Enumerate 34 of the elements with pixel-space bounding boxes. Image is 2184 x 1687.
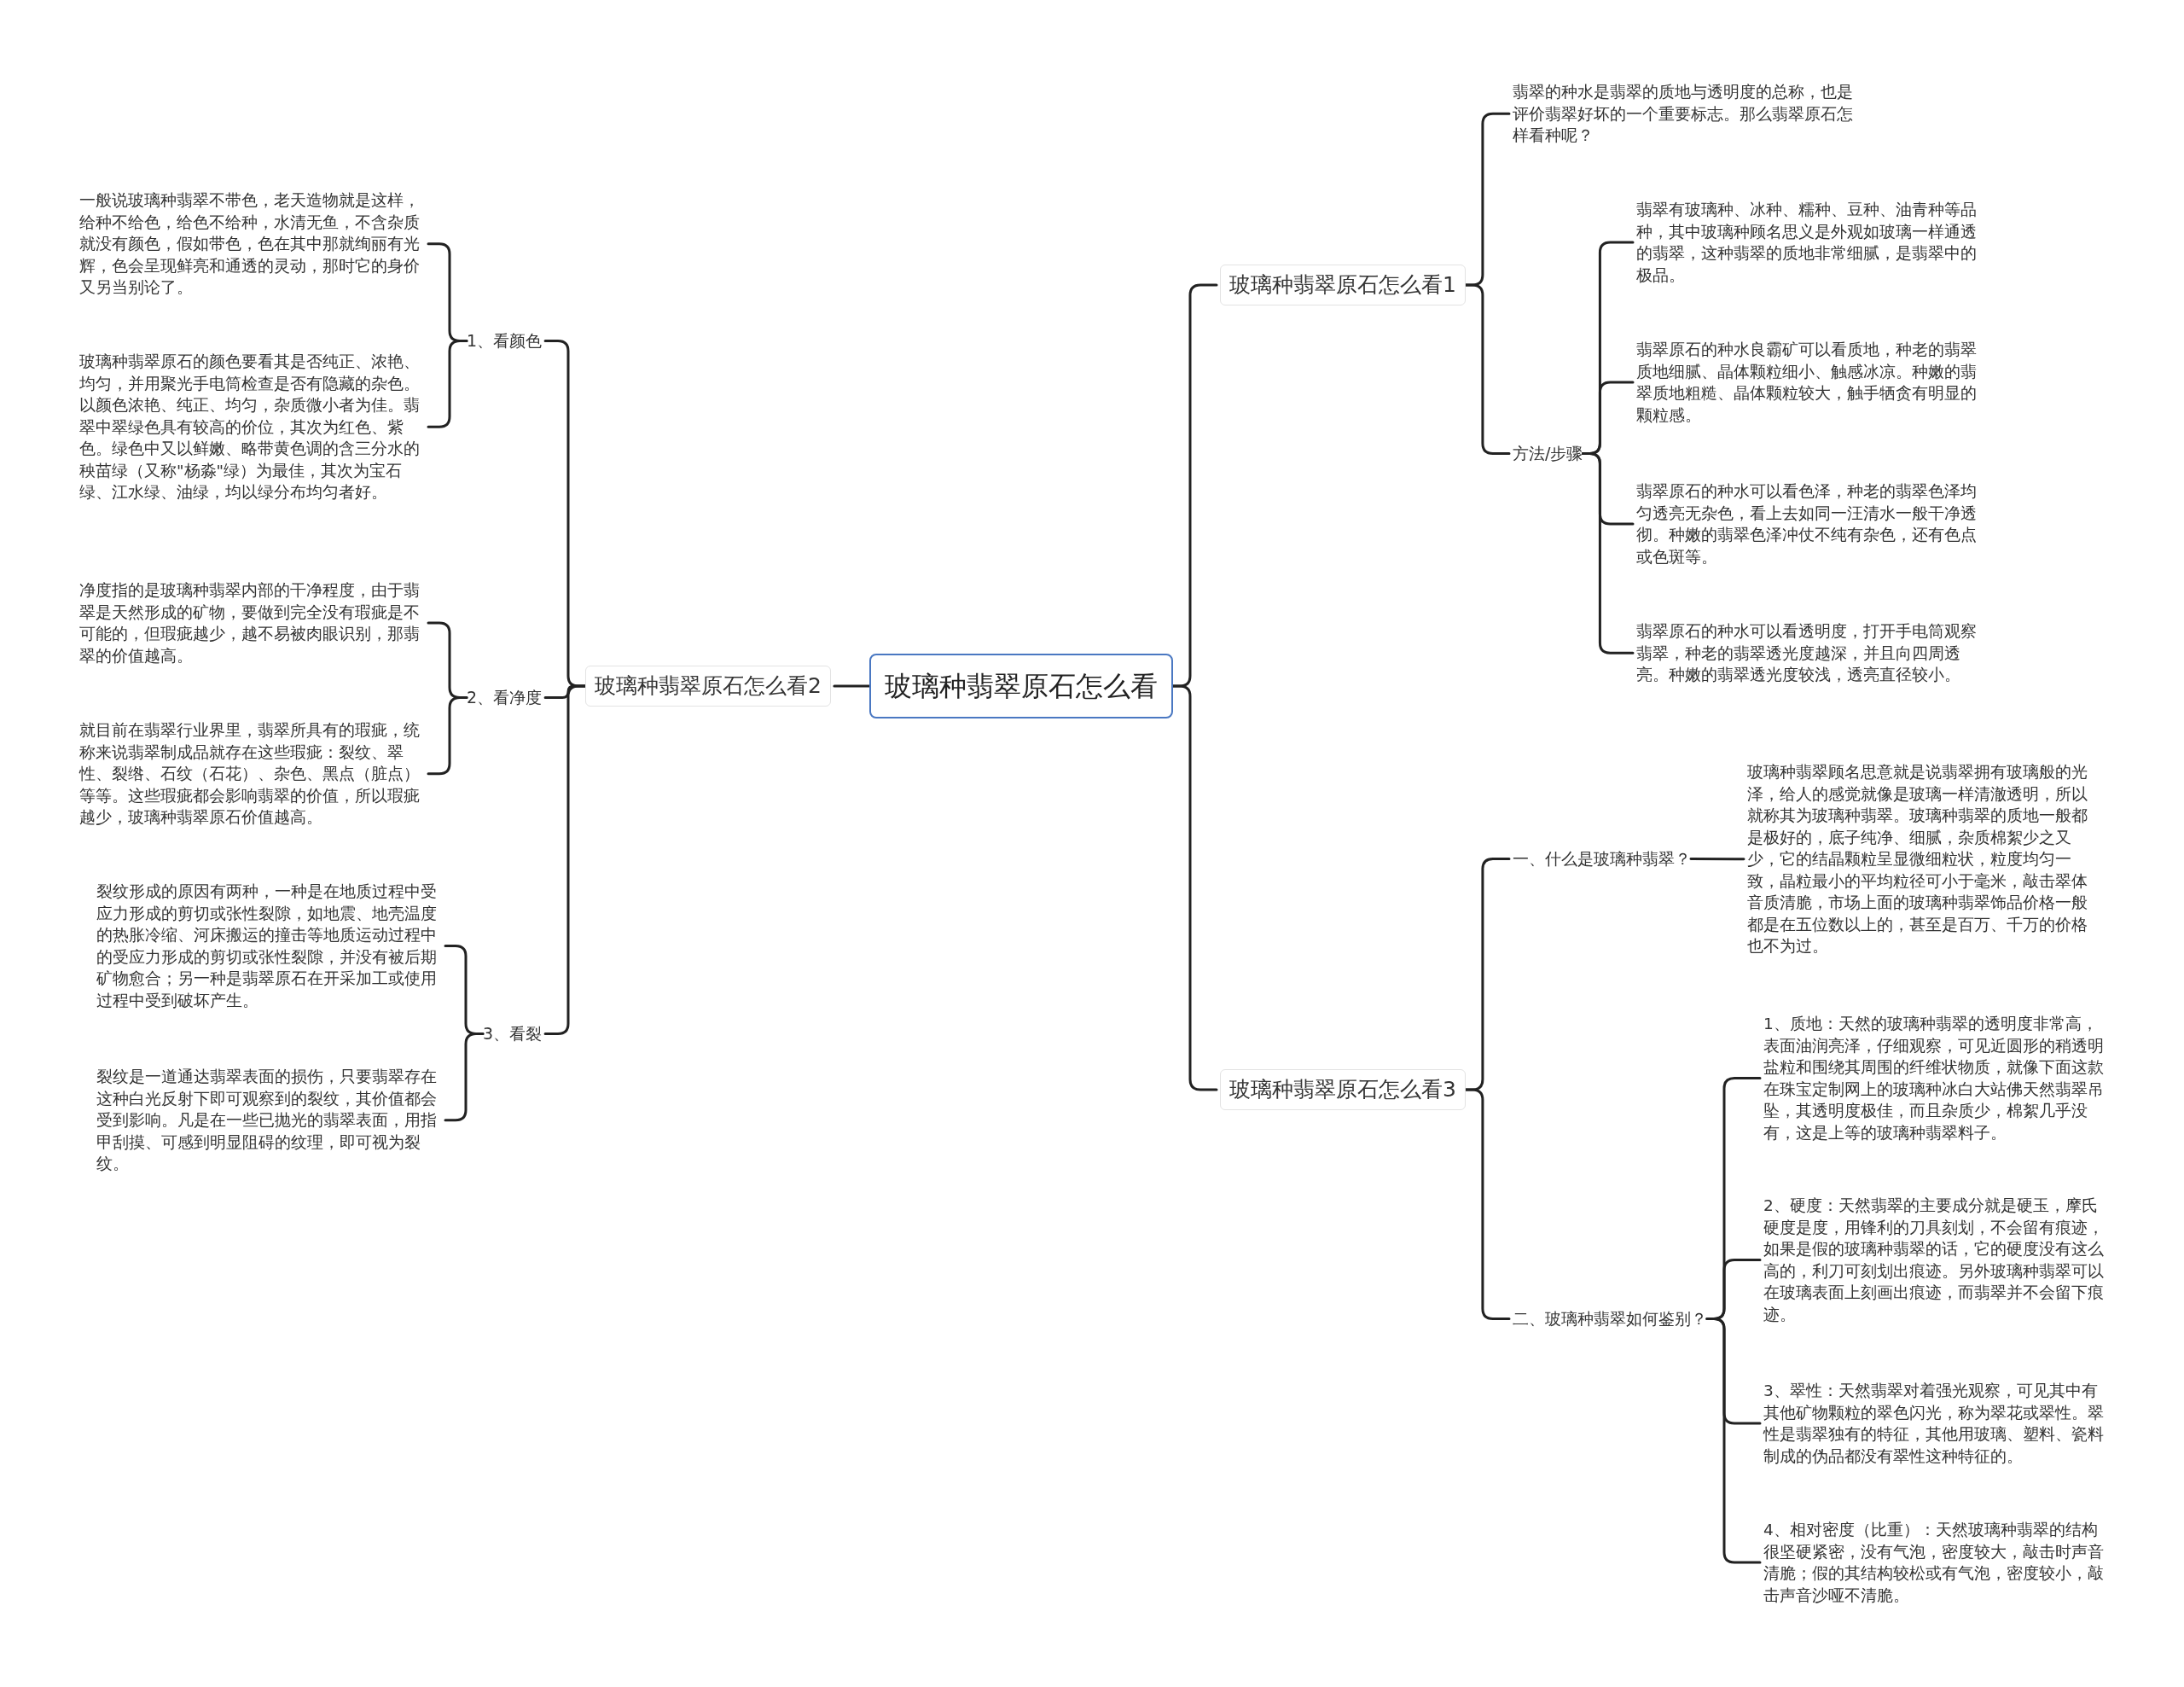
topic-box: 玻璃种翡翠原石怎么看3 (1220, 1069, 1466, 1110)
subtopic-label: 二、玻璃种翡翠如何鉴别？ (1513, 1308, 1707, 1329)
note-text: 2、硬度：天然翡翠的主要成分就是硬玉，摩氏硬度是度，用锋利的刀具刻划，不会留有痕迹，如果是假的玻璃种翡翠的话，它的硬度没有这么高的，利刀可刻划出痕迹。另外玻璃种翡翠可以在玻璃表面上刻画出痕迹，而翡翠并不会留下痕迹。 (1763, 1195, 2109, 1325)
connector (833, 684, 871, 688)
note-text: 翡翠的种水是翡翠的质地与透明度的总称，也是评价翡翠好坏的一个重要标志。那么翡翠原石怎样看种呢？ (1513, 81, 1858, 147)
note-text: 一般说玻璃种翡翠不带色，老天造物就是这样，给种不给色，给色不给种，水清无鱼，不含杂质就没有颜色，假如带色，色在其中那就绚丽有光辉，色会呈现鲜亮和通透的灵动，那时它的身价又另当别论了。 (79, 189, 425, 299)
note-text: 翡翠原石的种水可以看色泽，种老的翡翠色泽均匀透亮无杂色，看上去如同一汪清水一般干净透彻。种嫩的翡翠色泽冲仗不纯有杂色，还有色点或色斑等。 (1636, 480, 1982, 567)
topic-box: 玻璃种翡翠原石怎么看1 (1220, 265, 1466, 305)
subtopic-label: 方法/步骤 (1513, 443, 1583, 464)
note-text: 3、翠性：天然翡翠对着强光观察，可见其中有其他矿物颗粒的翠色闪光，称为翠花或翠性。翠性是翡翠独有的特征，其他用玻璃、塑料、瓷料制成的伪品都没有翠性这种特征的。 (1763, 1380, 2109, 1467)
connector (1464, 1088, 1511, 1320)
note-text: 翡翠原石的种水良霸矿可以看质地，种老的翡翠质地细腻、晶体颗粒细小、触感冰凉。种嫩的翡翠质地粗糙、晶体颗粒较大，触手牺贪有明显的颗粒感。 (1636, 339, 1982, 426)
subtopic-label: 一、什么是玻璃种翡翠？ (1513, 848, 1691, 870)
note-text: 翡翠原石的种水可以看透明度，打开手电筒观察翡翠，种老的翡翠透光度越深，并且向四周透亮。种嫩的翡翠透光度较浅，透亮直径较小。 (1636, 620, 1982, 686)
connector (1705, 1318, 1762, 1564)
subtopic-label: 1、看颜色 (467, 330, 543, 352)
connector (1689, 858, 1745, 861)
connector (1464, 283, 1511, 455)
subtopic-label: 2、看净度 (467, 687, 543, 708)
note-text: 玻璃种翡翠原石的颜色要看其是否纯正、浓艳、均匀，并用聚光手电筒检查是否有隐藏的杂色。以颜色浓艳、纯正、均匀，杂质微小者为佳。翡翠中翠绿色具有较高的价位，其次为红色、紫色。绿色中又以鲜嫩、略带黄色调的含三分水的秧苗绿（又称"杨淼"绿）为最佳，其次为宝石绿、江水绿、油绿，均以绿分布均匀者好。 (79, 351, 425, 503)
note-text: 裂纹形成的原因有两种，一种是在地质过程中受应力形成的剪切或张性裂隙，如地震、地壳温度的热胀冷缩、河床搬运的撞击等地质运动过程中的受应力形成的剪切或张性裂隙，并没有被后期矿物愈合；另一种是翡翠原石在开采加工或使用过程中受到破坏产生。 (96, 881, 442, 1011)
note-text: 就目前在翡翠行业界里，翡翠所具有的瑕疵，统称来说翡翠制成品就存在这些瑕疵：裂纹、翠性、裂绺、石纹（石花）、杂色、黑点（脏点）等等。这些瑕疵都会影响翡翠的价值，所以瑕疵越少，玻璃种翡翠原石价值越高。 (79, 719, 425, 829)
topic-box: 玻璃种翡翠原石怎么看2 (585, 666, 831, 707)
central-topic-box: 玻璃种翡翠原石怎么看 (869, 654, 1173, 718)
subtopic-label: 3、看裂 (483, 1023, 543, 1044)
note-text: 4、相对密度（比重）：天然玻璃种翡翠的结构很坚硬紧密，没有气泡，密度较大，敲击时声音清脆；假的其结构较松或有气泡，密度较小，敲击声音沙哑不清脆。 (1763, 1519, 2109, 1606)
connector (543, 684, 587, 1035)
connector (1171, 684, 1218, 1091)
connector (1581, 452, 1635, 654)
note-text: 玻璃种翡翠顾名思意就是说翡翠拥有玻璃般的光泽，给人的感觉就像是玻璃一样清澈透明，所以就称其为玻璃种翡翠。玻璃种翡翠的质地一般都是极好的，底子纯净、细腻，杂质棉絮少之又少，它的结晶颗粒呈显微细粒状，粒度均匀一致，晶粒最小的平均粒径可小于毫米，敲击翠体音质清脆，市场上面的玻璃种翡翠饰品价格一般都是在五位数以上的，甚至是百万、千万的价格也不为过。 (1747, 761, 2093, 957)
note-text: 净度指的是玻璃种翡翠内部的干净程度，由于翡翠是天然形成的矿物，要做到完全没有瑕疵是不可能的，但瑕疵越少，越不易被肉眼识别，那翡翠的价值越高。 (79, 579, 425, 666)
note-text: 1、质地：天然的玻璃种翡翠的透明度非常高，表面油润亮泽，仔细观察，可见近圆形的稍透明盐粒和围绕其周围的纤维状物质，就像下面这款在珠宝定制网上的玻璃种冰白大站佛天然翡翠吊坠，其透明度极佳，而且杂质少，棉絮几乎没有，这是上等的玻璃种翡翠料子。 (1763, 1013, 2109, 1143)
note-text: 裂纹是一道通达翡翠表面的损伤，只要翡翠存在这种白光反射下即可观察到的裂纹，其价值都会受到影响。凡是在一些已抛光的翡翠表面，用指甲刮摸、可感到明显阻碍的纹理，即可视为裂纹。 (96, 1066, 442, 1175)
note-text: 翡翠有玻璃种、冰种、糯种、豆种、油青种等品种，其中玻璃种顾名思义是外观如玻璃一样通透的翡翠，这种翡翠的质地非常细腻，是翡翠中的极品。 (1636, 199, 1982, 286)
